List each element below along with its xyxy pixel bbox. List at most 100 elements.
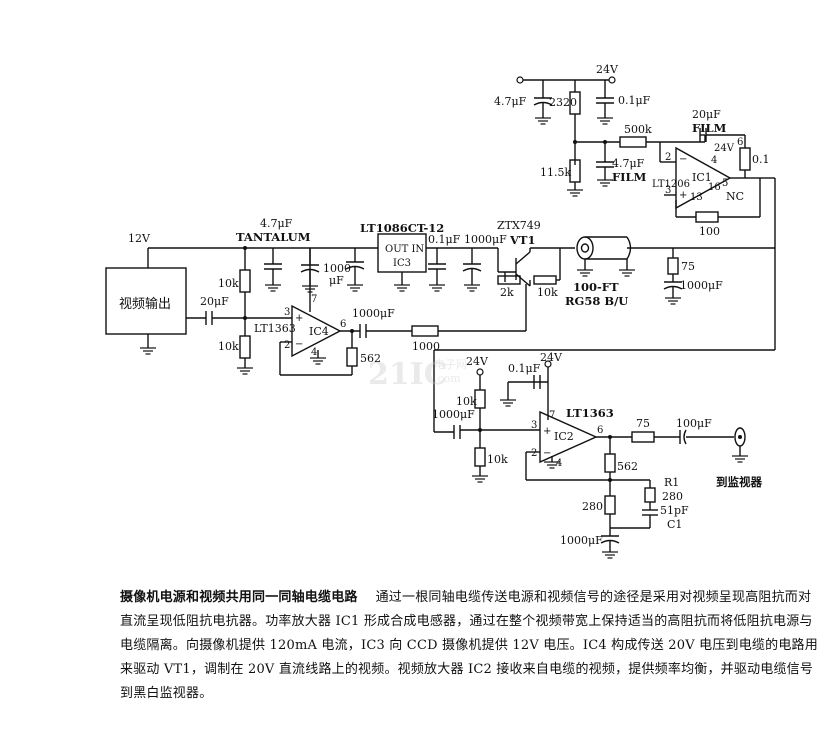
coax-cable-left-end xyxy=(576,236,594,260)
label-12v: 12V xyxy=(128,232,151,245)
label-r-10k-vt: 10k xyxy=(537,286,558,299)
label-pin4-4: 4 xyxy=(311,347,317,358)
label-24v-ic2-top: 24V xyxy=(540,351,563,364)
circuit-schematic: 24V 4.7μF 2320 0.1μF 11.5k 4.7 xyxy=(105,63,776,559)
ic2-receiver-section: 24V 10k 10k 1000μF 24V 0.1μF + − IC2 LT1… xyxy=(432,351,762,559)
supply-line-section: 12V 4.7μF TANTALUM 10k 10k LT1086CT-12 O… xyxy=(128,217,775,375)
label-r-10k-a: 10k xyxy=(218,277,239,290)
label-c-1000-f: 1000μF xyxy=(560,534,603,547)
label-pin-6: 6 xyxy=(737,137,743,148)
label-pin2-2: 2 xyxy=(531,448,537,459)
label-c-20uf-in: 20μF xyxy=(200,295,229,308)
video-output-box xyxy=(105,267,187,335)
label-pin-4: 4 xyxy=(711,155,717,166)
label-c-0-1uf-ic2: 0.1μF xyxy=(508,362,541,375)
label-pin-13: 13 xyxy=(690,192,703,203)
label-lt1363-ic4: LT1363 xyxy=(254,322,296,335)
label-ic2: IC2 xyxy=(554,430,574,443)
label-film-2: FILM xyxy=(612,170,647,184)
ic2-opamp xyxy=(539,410,598,464)
label-plus-ic2: + xyxy=(543,426,551,437)
label-r-280: 280 xyxy=(582,500,603,513)
label-lt1206: LT1206 xyxy=(652,179,690,190)
label-r-10k-ic2: 10k xyxy=(456,395,477,408)
caption: 摄像机电源和视频共用同一同轴电缆电路通过一根同轴电缆传送电源和视频信号的途径是采… xyxy=(120,586,820,706)
ic4-driver-section: 视频输出 20μF + − IC4 LT1363 3 2 7 4 6 562 xyxy=(105,248,775,432)
label-r1-value: 280 xyxy=(662,490,683,503)
label-film: FILM xyxy=(692,121,727,135)
label-ic1-24v: 24V xyxy=(714,143,735,154)
label-tantalum: TANTALUM xyxy=(236,230,311,244)
label-cable-length: 100-FT xyxy=(573,280,619,294)
label-c-1000-c: 1000μF xyxy=(680,279,723,292)
label-r-75-out: 75 xyxy=(636,417,650,430)
label-minus-ic2: − xyxy=(543,448,551,459)
label-pin4-6: 6 xyxy=(340,319,346,330)
label-minus-ic1: − xyxy=(679,154,687,165)
label-pin-16: 16 xyxy=(708,182,721,193)
label-c-0-1uf-top: 0.1μF xyxy=(618,94,651,107)
label-pin-5: 5 xyxy=(722,178,728,189)
label-ic3: IC3 xyxy=(393,258,411,269)
label-c-100uf: 100μF xyxy=(676,417,712,430)
caption-title: 摄像机电源和视频共用同一同轴电缆电路 xyxy=(120,590,358,605)
label-r-500k: 500k xyxy=(624,123,652,136)
watermark-cn: 电子网 xyxy=(434,358,467,371)
label-r-10k-ic2b: 10k xyxy=(487,453,508,466)
label-to-monitor: 到监视器 xyxy=(716,475,762,489)
label-pin2-3: 3 xyxy=(531,420,537,431)
label-c-1000-b: 1000μF xyxy=(464,233,507,246)
label-c1-value: 51pF xyxy=(660,504,689,517)
label-plus-ic1: + xyxy=(679,190,687,201)
label-c-4-7uf-film: 4.7μF xyxy=(612,157,645,170)
label-c-1000-a-unit: μF xyxy=(329,274,344,287)
label-c-4-7uf-top: 4.7μF xyxy=(494,95,527,108)
label-lt1086: LT1086CT-12 xyxy=(360,221,444,235)
label-pin4-3: 3 xyxy=(284,307,290,318)
label-ic4: IC4 xyxy=(309,325,329,338)
label-r-1000: 1000 xyxy=(412,340,440,353)
label-r-2320: 2320 xyxy=(549,96,577,109)
label-cable-type: RG58 B/U xyxy=(565,294,628,308)
label-c-1000-d: 1000μF xyxy=(352,307,395,320)
label-nc: NC xyxy=(726,190,744,203)
ic1-inductor-section: 24V 4.7μF 2320 0.1μF 11.5k 4.7 xyxy=(494,63,776,350)
label-pin2-6: 6 xyxy=(597,425,603,436)
label-r-0-1: 0.1 xyxy=(752,153,770,166)
label-pin4-7: 7 xyxy=(311,294,317,305)
label-r-11-5k: 11.5k xyxy=(540,166,571,179)
label-pin2-7: 7 xyxy=(549,410,555,421)
label-c-20uf: 20μF xyxy=(692,108,721,121)
label-24v-ic2-left: 24V xyxy=(466,355,489,368)
label-c1: C1 xyxy=(667,518,682,531)
label-minus-ic4: − xyxy=(295,339,303,350)
ic4-opamp xyxy=(291,304,342,358)
label-c-0-1uf-mid: 0.1μF xyxy=(428,233,461,246)
label-r-75-top: 75 xyxy=(681,260,695,273)
label-pin-3: 3 xyxy=(665,185,671,196)
label-pin-2: 2 xyxy=(665,152,671,163)
label-r-562-b: 562 xyxy=(617,460,638,473)
label-c-tantalum-value: 4.7μF xyxy=(260,217,293,230)
label-ztx749: ZTX749 xyxy=(497,219,541,232)
label-r-562-a: 562 xyxy=(360,352,381,365)
label-plus-ic4: + xyxy=(295,313,303,324)
label-r1: R1 xyxy=(664,476,679,489)
label-24v-top: 24V xyxy=(596,63,619,76)
watermark-url: .com xyxy=(434,372,461,385)
label-vt1: VT1 xyxy=(509,233,535,247)
label-pin4-2: 2 xyxy=(284,340,290,351)
watermark: 21IC 电子网 .com xyxy=(368,357,467,392)
label-r-10k-b: 10k xyxy=(218,340,239,353)
label-out-in: OUT IN xyxy=(385,244,424,255)
supply-terminal-24v xyxy=(608,76,616,84)
label-r-100: 100 xyxy=(699,225,720,238)
label-lt1363-ic2: LT1363 xyxy=(566,406,614,420)
ic1-opamp xyxy=(675,146,732,210)
label-c-1000-e: 1000μF xyxy=(432,408,475,421)
supply-terminal-24v-left xyxy=(516,76,524,84)
label-pin2-4: 4 xyxy=(556,458,562,469)
caption-body: 通过一根同轴电缆传送电源和视频信号的途径是采用对视频呈现高阻抗而对直流呈现低阻抗… xyxy=(120,590,818,701)
watermark-logo: 21IC xyxy=(368,357,448,392)
label-c-1000-a: 1000 xyxy=(323,262,351,275)
